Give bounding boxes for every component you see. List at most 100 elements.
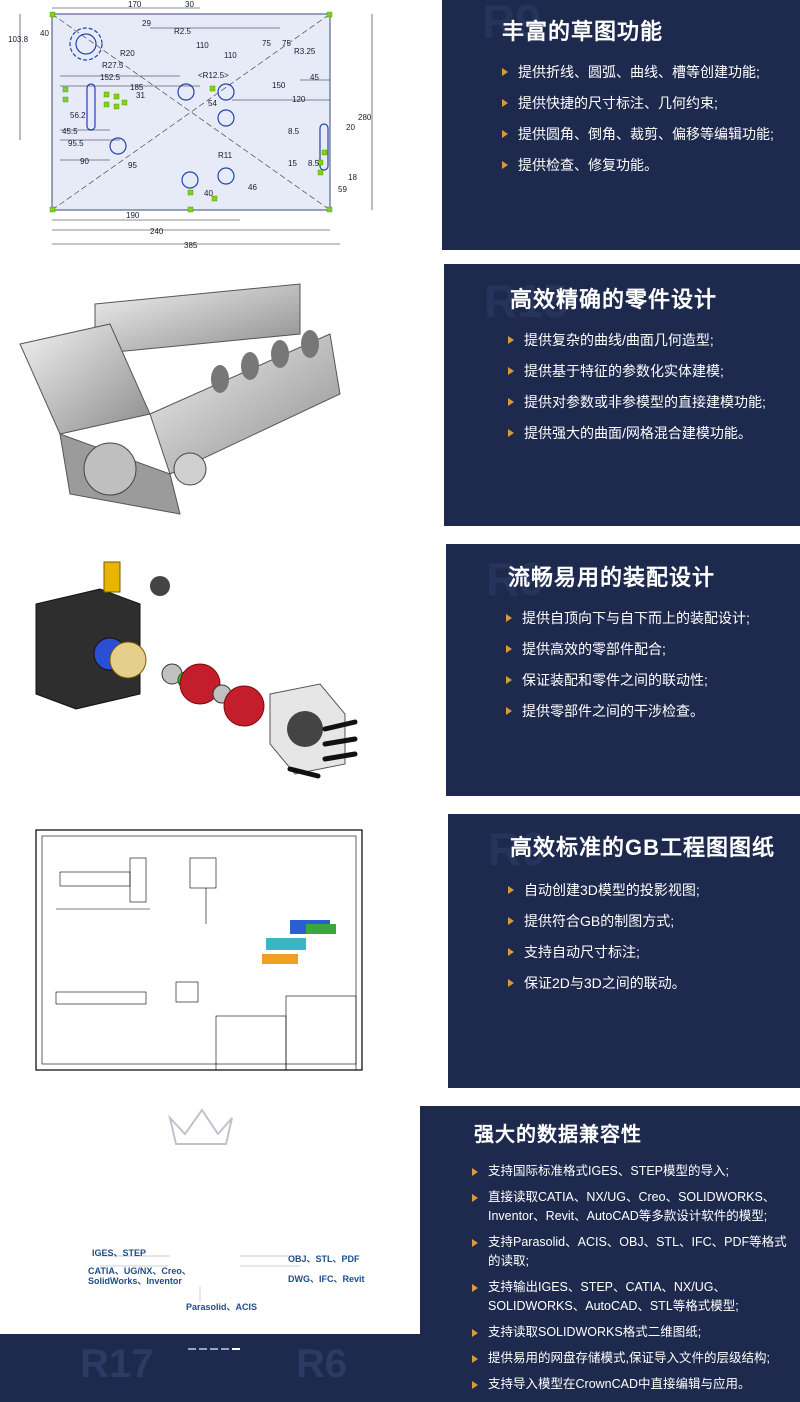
bullet-arrow-icon: [472, 1239, 478, 1247]
watermark-text: R9: [486, 553, 545, 605]
dim-top-170: 170: [128, 0, 142, 9]
list-item: 提供复杂的曲线/曲面几何造型;: [506, 330, 796, 350]
crowncad-logo: [100, 1108, 300, 1302]
format-label-parasolid: Parasolid、ACIS: [186, 1302, 258, 1312]
dim-top-29: 29: [142, 19, 151, 28]
feature-list: 支持国际标准格式IGES、STEP模型的导入; 直接读取CATIA、NX/UG、…: [470, 1162, 796, 1401]
section-title: 流畅易用的装配设计: [508, 565, 716, 590]
compatibility-image: IGES、STEP CATIA、UG/NX、Creo、 SolidWorks、I…: [0, 1106, 420, 1334]
bullet-arrow-icon: [472, 1329, 478, 1337]
assembly-image: [0, 544, 446, 796]
bullet-arrow-icon: [472, 1168, 478, 1176]
list-item: 提供易用的网盘存储模式,保证导入文件的层级结构;: [470, 1349, 796, 1368]
dim-left-45-5: 45.5: [62, 127, 78, 136]
list-item: 提供强大的曲面/网格混合建模功能。: [506, 423, 796, 443]
dim-right-18: 18: [348, 173, 357, 182]
bullet-arrow-icon: [506, 676, 512, 684]
bullet-arrow-icon: [508, 886, 514, 894]
dim-right-8-5a: 8.5: [288, 127, 300, 136]
sketch-image: 170 30 29 R2.5 110 110 75 75 R3.25 103.8…: [0, 0, 440, 250]
engine-image: [0, 264, 444, 526]
carousel-dot[interactable]: [188, 1348, 196, 1350]
list-item: 提供基于特征的参数化实体建模;: [506, 361, 796, 381]
bullet-arrow-icon: [506, 614, 512, 622]
bullet-arrow-icon: [508, 398, 514, 406]
dim-top-75a: 75: [262, 39, 271, 48]
dim-bottom-240: 240: [150, 227, 164, 236]
list-item: 支持Parasolid、ACIS、OBJ、STL、IFC、PDF等格式的读取;: [470, 1233, 796, 1271]
format-label-obj: OBJ、STL、PDF: [288, 1254, 360, 1264]
bullet-arrow-icon: [508, 367, 514, 375]
dim-left-95: 95: [128, 161, 137, 170]
bullet-arrow-icon: [502, 68, 508, 76]
dim-top-110b: 110: [224, 51, 237, 60]
format-label-iges-step: IGES、STEP: [92, 1248, 147, 1258]
dim-top-30: 30: [185, 0, 194, 9]
bullet-arrow-icon: [506, 707, 512, 715]
dim-left-95-5: 95.5: [68, 139, 84, 148]
dim-left-103-8: 103.8: [8, 35, 29, 44]
list-item: 提供检查、修复功能。: [500, 155, 790, 175]
carousel-dot[interactable]: [221, 1348, 229, 1350]
list-item: 保证2D与3D之间的联动。: [506, 973, 796, 993]
bullet-arrow-icon: [472, 1284, 478, 1292]
drawing-image: [0, 814, 448, 1088]
dim-mid-54: 54: [208, 99, 217, 108]
dim-left-40: 40: [40, 29, 49, 38]
bullet-arrow-icon: [508, 917, 514, 925]
dim-top-r2-5: R2.5: [174, 27, 191, 36]
list-item: 提供符合GB的制图方式;: [506, 911, 796, 931]
dim-top-110a: 110: [196, 41, 209, 50]
dim-left-31: 31: [136, 91, 145, 100]
dim-right-15: 15: [288, 159, 297, 168]
list-item: 支持国际标准格式IGES、STEP模型的导入;: [470, 1162, 796, 1181]
list-item: 自动创建3D模型的投影视图;: [506, 880, 796, 900]
list-item: 提供快捷的尺寸标注、几何约束;: [500, 93, 790, 113]
section-title: 高效标准的GB工程图图纸: [510, 835, 776, 860]
bullet-arrow-icon: [502, 130, 508, 138]
section-title: 丰富的草图功能: [502, 19, 664, 44]
list-item: 提供折线、圆弧、曲线、槽等创建功能;: [500, 62, 790, 82]
dim-bottom-385: 385: [184, 241, 198, 250]
bullet-arrow-icon: [472, 1355, 478, 1363]
watermark-text: R9: [482, 0, 541, 47]
section-title: 高效精确的零件设计: [510, 287, 718, 312]
dim-mid-r12-5: <R12.5>: [198, 71, 229, 80]
format-label-solidworks: SolidWorks、Inventor: [88, 1276, 182, 1286]
carousel-dot-active[interactable]: [232, 1348, 240, 1350]
format-label-dwg: DWG、IFC、Revit: [288, 1274, 365, 1284]
bullet-arrow-icon: [508, 336, 514, 344]
feature-panel-sketch: R9 丰富的草图功能 提供折线、圆弧、曲线、槽等创建功能; 提供快捷的尺寸标注、…: [442, 0, 800, 250]
bullet-arrow-icon: [506, 645, 512, 653]
list-item: 支持导入模型在CrownCAD中直接编辑与应用。: [470, 1375, 796, 1394]
bullet-arrow-icon: [508, 429, 514, 437]
bullet-arrow-icon: [508, 948, 514, 956]
carousel-dot[interactable]: [210, 1348, 218, 1350]
carousel-dot[interactable]: [199, 1348, 207, 1350]
carousel-dots[interactable]: [188, 1337, 243, 1355]
feature-panel-part: R15 高效精确的零件设计 提供复杂的曲线/曲面几何造型; 提供基于特征的参数化…: [444, 264, 800, 526]
list-item: 提供零部件之间的干涉检查。: [504, 701, 794, 721]
dim-bottom-190: 190: [126, 211, 140, 220]
feature-list: 提供自顶向下与自下而上的装配设计; 提供高效的零部件配合; 保证装配和零件之间的…: [504, 608, 794, 732]
list-item: 提供对参数或非参模型的直接建模功能;: [506, 392, 796, 412]
dim-top-75b: 75: [282, 39, 291, 48]
feature-panel-drawing: R9 高效标准的GB工程图图纸 自动创建3D模型的投影视图; 提供符合GB的制图…: [448, 814, 800, 1088]
dim-left-56-2: 56.2: [70, 111, 86, 120]
section-title: 强大的数据兼容性: [474, 1124, 642, 1146]
dim-left-r20: R20: [120, 49, 135, 58]
dim-right-20: 20: [346, 123, 355, 132]
feature-panel-compatibility: 强大的数据兼容性 支持国际标准格式IGES、STEP模型的导入; 直接读取CAT…: [420, 1106, 800, 1402]
dim-mid-45: 45: [310, 73, 319, 82]
watermark-text: R17: [80, 1342, 154, 1386]
engineering-drawing-sheet: [35, 829, 363, 1071]
watermark-text: R6: [296, 1342, 348, 1386]
list-item: 直接读取CATIA、NX/UG、Creo、SOLIDWORKS、Inventor…: [470, 1188, 796, 1226]
dim-mid-r11: R11: [218, 151, 233, 160]
list-item: 提供自顶向下与自下而上的装配设计;: [504, 608, 794, 628]
watermark-text: R15: [484, 275, 569, 327]
list-item: 保证装配和零件之间的联动性;: [504, 670, 794, 690]
watermark-text: R9: [488, 823, 547, 875]
bullet-arrow-icon: [502, 161, 508, 169]
format-label-catia: CATIA、UG/NX、Creo、: [88, 1266, 191, 1276]
